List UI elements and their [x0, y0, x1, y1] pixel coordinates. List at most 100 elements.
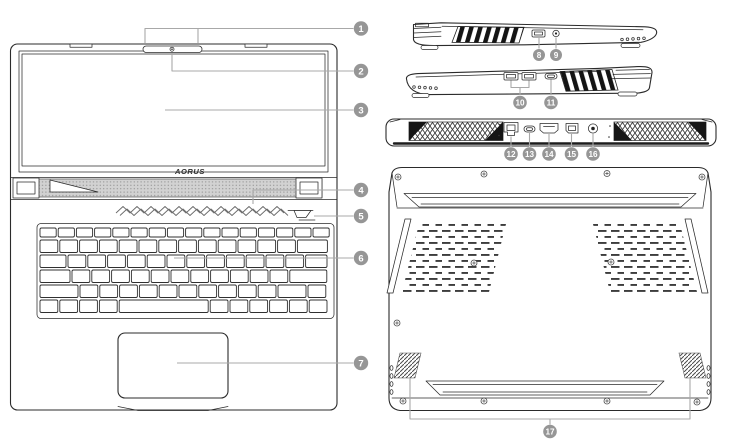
keyboard-key	[265, 254, 285, 268]
keyboard-key	[221, 227, 239, 238]
callout-16: 16	[586, 134, 600, 161]
callout-2-badge	[353, 63, 369, 79]
keyboard-key	[79, 299, 98, 313]
screw-icon	[393, 319, 401, 327]
keyboard-key	[229, 299, 249, 313]
hinge-end-detail	[413, 22, 442, 38]
front-rubber-foot-bar	[425, 380, 665, 396]
keyboard-key	[245, 254, 265, 268]
brand-logo: AORUS	[174, 167, 205, 176]
power-button	[287, 210, 316, 221]
keyboard-key	[126, 254, 146, 268]
keyboard-key	[312, 227, 330, 238]
screw-icon	[607, 258, 615, 266]
keyboard-key	[307, 284, 327, 298]
keyboard-key	[87, 254, 107, 268]
keyboard-key	[166, 254, 186, 268]
antenna-cover-right	[244, 43, 268, 48]
callout-14-badge	[542, 147, 556, 161]
callout-13: 13	[522, 133, 537, 161]
keyboard-key	[119, 284, 138, 298]
trackpad	[117, 332, 229, 399]
dc-in-port-icon	[588, 123, 598, 134]
keyboard-key	[239, 227, 257, 238]
keyboard-key	[138, 284, 158, 298]
svg-text:5: 5	[358, 211, 364, 222]
callout-17-badge	[543, 424, 557, 439]
audio-jack-icon	[552, 29, 560, 38]
callout-6: 6	[174, 250, 369, 266]
keyboard-key	[249, 269, 269, 283]
status-led-holes	[412, 85, 438, 90]
svg-text:3: 3	[358, 105, 363, 116]
keyboard-key	[276, 227, 294, 238]
keyboard-key	[206, 254, 225, 268]
svg-text:10: 10	[515, 98, 525, 107]
keyboard-key	[67, 254, 87, 268]
side-view-right	[412, 22, 658, 50]
screw-icon	[470, 259, 478, 267]
keyboard-key	[138, 239, 158, 253]
callout-17: 17	[409, 378, 691, 439]
bottom-vent-right-icon	[592, 218, 709, 294]
exhaust-vent-icon	[451, 26, 525, 44]
keyboard-key	[75, 227, 94, 238]
callout-8: 8	[533, 38, 545, 61]
callout-12: 12	[504, 136, 518, 161]
keyboard-key	[249, 299, 269, 313]
hinge-end-detail	[609, 69, 652, 80]
keyboard-key	[203, 227, 221, 238]
callout-1-badge	[353, 21, 369, 36]
keyboard-key	[269, 269, 289, 283]
keyboard-key	[190, 269, 210, 283]
bottom-vent-left-icon	[386, 218, 507, 294]
keyboard-key	[218, 284, 237, 298]
keyboard-key	[57, 227, 75, 238]
callout-4-badge	[353, 182, 369, 198]
svg-text:9: 9	[554, 51, 559, 60]
keyboard-key	[217, 239, 237, 253]
keyboard-key	[94, 227, 112, 238]
keyboard-key	[118, 299, 209, 313]
svg-text:15: 15	[567, 150, 577, 159]
exhaust-vent-icon	[559, 69, 619, 92]
keyboard-key	[197, 239, 217, 253]
callout-9-badge	[550, 49, 562, 61]
front-lip-notch	[117, 406, 229, 411]
callout-11: 11	[544, 79, 558, 110]
rubber-foot	[620, 43, 641, 48]
callout-7: 7	[177, 355, 369, 371]
callout-10-badge	[513, 95, 527, 110]
hinge-vent-strip	[10, 177, 338, 200]
keyboard-key	[79, 239, 98, 253]
keyboard-key	[308, 299, 328, 313]
screw-icon	[399, 397, 407, 405]
keyboard-key	[118, 239, 138, 253]
keyboard-key	[198, 284, 218, 298]
screw-icon	[480, 170, 488, 178]
usb-c-port-icon	[523, 125, 536, 133]
svg-text:1: 1	[358, 24, 364, 35]
speaker-grille-left-icon	[389, 352, 422, 395]
keyboard-key	[111, 269, 130, 283]
callout-3-badge	[353, 102, 369, 118]
usb-port-icon	[531, 29, 546, 38]
callout-3: 3	[165, 102, 369, 118]
keyboard-key	[98, 239, 118, 253]
svg-text:11: 11	[547, 98, 556, 107]
screw-icon	[698, 173, 706, 181]
rubber-foot	[411, 93, 430, 98]
keyboard-key	[210, 269, 229, 283]
svg-text:8: 8	[537, 51, 542, 60]
keyboard-key	[150, 269, 170, 283]
callout-16-badge	[586, 147, 600, 161]
keyboard-key	[257, 227, 276, 238]
antenna-cover-left	[69, 43, 93, 48]
callout-12-badge	[504, 147, 518, 161]
keyboard-key	[225, 254, 245, 268]
rear-vent-left-icon	[408, 121, 504, 141]
keyboard-key	[229, 269, 249, 283]
usb-port-icon	[521, 72, 537, 81]
keyboard-key	[98, 299, 118, 313]
